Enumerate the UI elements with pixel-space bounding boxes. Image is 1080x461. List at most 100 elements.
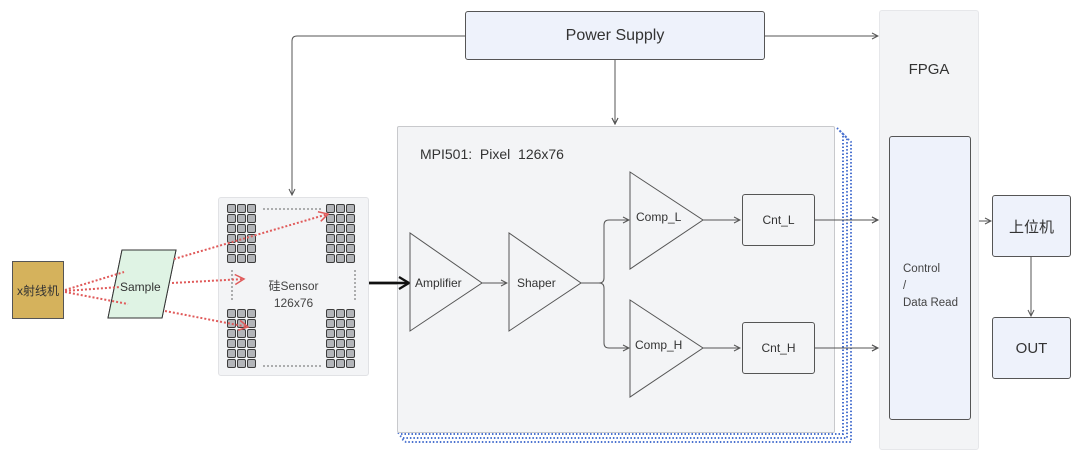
beam-2	[64, 286, 121, 292]
fpga-title: FPGA	[908, 61, 950, 78]
pixel-cell	[346, 309, 355, 318]
pixel-cell	[247, 204, 256, 213]
pixel-cell	[346, 224, 355, 233]
pixel-cell	[247, 359, 256, 368]
pixel-cell	[336, 204, 345, 213]
sensor-label: 硅Sensor 126x76	[219, 278, 368, 312]
pixel-cell	[227, 214, 236, 223]
wire-power-to-sensor	[292, 35, 465, 195]
pixel-grid-top-right	[326, 204, 355, 263]
pixel-cell	[227, 224, 236, 233]
pixel-cell	[346, 204, 355, 213]
mpi501-title: MPI501: Pixel 126x76	[420, 146, 564, 162]
sample-parallelogram	[107, 249, 177, 319]
pixel-cell	[247, 254, 256, 263]
data-read-line: Data Read	[903, 297, 958, 309]
pixel-cell	[336, 339, 345, 348]
beam-6	[164, 310, 250, 331]
comp-l-label: Comp_L	[636, 210, 682, 224]
pixel-cell	[227, 204, 236, 213]
stack-shadow	[396, 127, 852, 443]
shaper-label: Shaper	[517, 276, 556, 290]
pixel-cell	[237, 244, 246, 253]
pixel-grid-top-left	[227, 204, 256, 263]
pixel-cell	[227, 309, 236, 318]
control-separator: /	[903, 280, 907, 292]
cnt-h-label: Cnt_H	[761, 341, 796, 355]
pixel-cell	[336, 234, 345, 243]
sample-label: Sample	[120, 280, 161, 294]
pixel-cell	[346, 234, 355, 243]
pixel-grid-bottom-right	[326, 309, 355, 368]
pixel-cell	[247, 329, 256, 338]
beam-4	[173, 210, 330, 260]
pixel-cell	[326, 359, 335, 368]
pixel-cell	[326, 244, 335, 253]
amplifier-label: Amplifier	[415, 276, 462, 290]
cnt-h-box[interactable]: Cnt_H	[742, 322, 815, 374]
pixel-cell	[326, 234, 335, 243]
pixel-cell	[336, 319, 345, 328]
pixel-cell	[227, 319, 236, 328]
pixel-cell	[237, 254, 246, 263]
pixel-cell	[227, 244, 236, 253]
pixel-cell	[237, 349, 246, 358]
pixel-cell	[336, 359, 345, 368]
pixel-cell	[227, 339, 236, 348]
pixel-cell	[227, 254, 236, 263]
pixel-cell	[247, 224, 256, 233]
pixel-cell	[346, 319, 355, 328]
pixel-cell	[346, 349, 355, 358]
comp-l-symbol	[629, 171, 704, 270]
pixel-cell	[346, 254, 355, 263]
pixel-cell	[237, 214, 246, 223]
pixel-cell	[336, 244, 345, 253]
pixel-cell	[227, 359, 236, 368]
pixel-cell	[326, 319, 335, 328]
xray-machine-box[interactable]: x射线机	[12, 261, 64, 319]
control-line: Control	[903, 263, 941, 275]
pixel-cell	[336, 214, 345, 223]
out-box[interactable]: OUT	[992, 317, 1071, 379]
pixel-cell	[227, 329, 236, 338]
pixel-cell	[336, 349, 345, 358]
out-label: OUT	[1015, 339, 1048, 357]
pixel-cell	[326, 254, 335, 263]
cnt-l-label: Cnt_L	[762, 213, 795, 227]
pixel-cell	[247, 244, 256, 253]
pixel-cell	[336, 329, 345, 338]
pixel-cell	[237, 224, 246, 233]
silicon-sensor-panel[interactable]: 硅Sensor 126x76	[218, 197, 369, 376]
shaper-symbol	[508, 232, 582, 332]
sensor-label-line2: 126x76	[273, 296, 314, 310]
comp-h-label: Comp_H	[635, 338, 683, 352]
pixel-cell	[336, 224, 345, 233]
power-supply-box[interactable]: Power Supply	[465, 11, 765, 60]
control-data-read-box[interactable]: Control / Data Read	[889, 136, 971, 420]
pixel-cell	[237, 339, 246, 348]
pixel-cell	[237, 359, 246, 368]
pixel-cell	[237, 234, 246, 243]
control-data-read-label: Control / Data Read	[903, 261, 958, 312]
host-computer-box[interactable]: 上位机	[992, 195, 1071, 257]
host-label: 上位机	[1008, 218, 1054, 236]
cnt-l-box[interactable]: Cnt_L	[742, 194, 815, 246]
pixel-cell	[326, 309, 335, 318]
pixel-cell	[346, 214, 355, 223]
power-supply-label: Power Supply	[565, 26, 665, 44]
pixel-cell	[247, 214, 256, 223]
sensor-dotted-guides	[231, 208, 356, 367]
pixel-cell	[346, 244, 355, 253]
pixel-cell	[247, 339, 256, 348]
pixel-cell	[326, 204, 335, 213]
pixel-cell	[346, 329, 355, 338]
pixel-cell	[326, 339, 335, 348]
pixel-cell	[346, 359, 355, 368]
pixel-cell	[237, 309, 246, 318]
pixel-cell	[326, 224, 335, 233]
pixel-cell	[336, 309, 345, 318]
pixel-cell	[247, 309, 256, 318]
beam-3	[64, 291, 129, 305]
